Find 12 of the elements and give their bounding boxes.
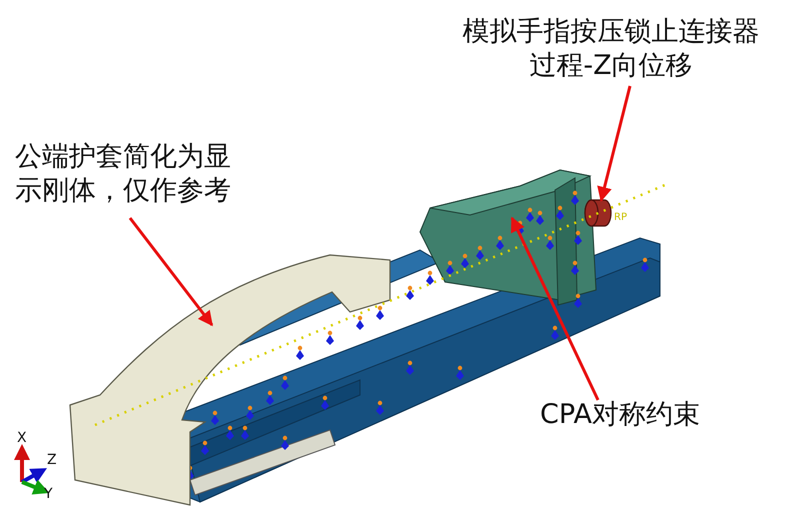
leader-arrow (597, 86, 632, 202)
callout-text: 公端护套简化为显示刚体，仅作参考 (15, 140, 245, 208)
axis-label: X (17, 430, 27, 446)
reference-point-label: RP (614, 212, 627, 223)
leader-arrow (128, 217, 214, 326)
callout-text: 模拟手指按压锁止连接器过程-Z向位移 (455, 15, 767, 83)
push-button-part (584, 199, 612, 227)
callout-text: CPA对称约束 (520, 398, 720, 432)
leader-arrow (510, 216, 600, 401)
housing-part (69, 254, 391, 506)
axis-label: Y (44, 486, 53, 502)
axis-label: Z (47, 452, 57, 468)
